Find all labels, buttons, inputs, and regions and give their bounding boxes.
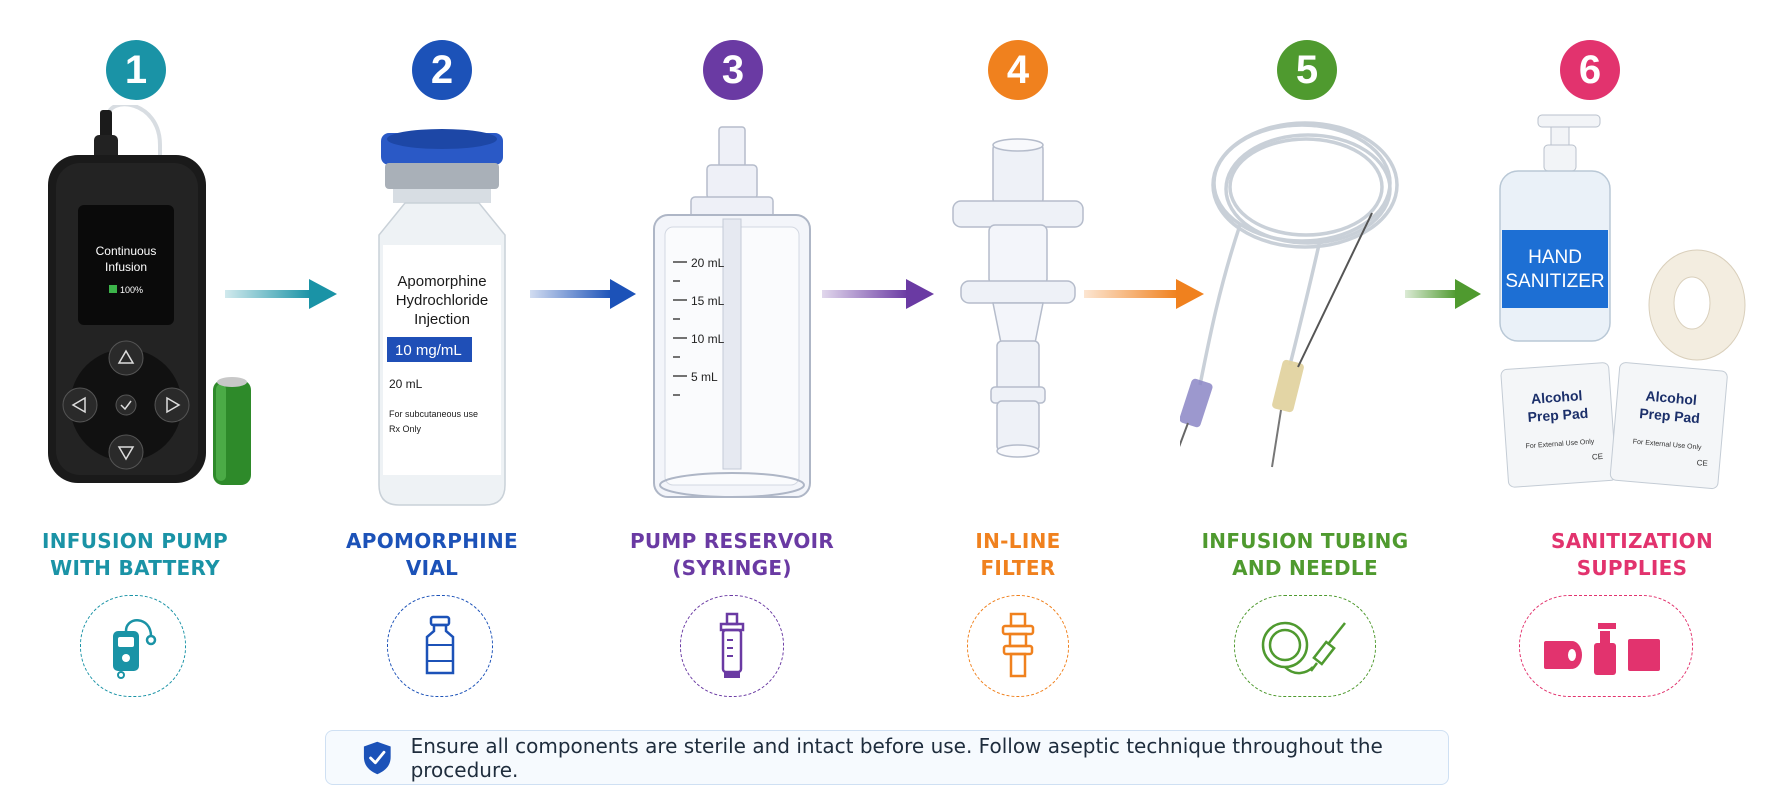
- tubing-illustration: [1180, 121, 1399, 468]
- vial-rx: Rx Only: [389, 424, 422, 434]
- shield-check-icon: [363, 741, 391, 774]
- step-pump-reservoir: 3 20 mL 15 mL 10 mL 5 mL PUMP RESERVOIR(…: [607, 0, 857, 700]
- reservoir-mark: 5 mL: [691, 370, 718, 384]
- step-infusion-pump: 1 Continuous Infusion 100% INFUSION PUMP…: [10, 0, 260, 700]
- prep-pad-mark: CE: [1696, 458, 1708, 468]
- step-number-badge: 1: [106, 40, 166, 100]
- step-apomorphine-vial: 2 Apomorphine Hydrochloride Injection 10…: [315, 0, 565, 700]
- tubing-needle-icon: [1261, 621, 1346, 675]
- sanitization-icon: [1544, 623, 1660, 675]
- prep-pad-line1: Alcohol: [1530, 387, 1582, 407]
- reservoir-mark: 10 mL: [691, 332, 725, 346]
- reservoir-mark: 20 mL: [691, 256, 725, 270]
- supplies-illustration: HAND SANITIZER Alcohol Prep Pad For Exte…: [1499, 114, 1746, 490]
- vial-label-line1: Apomorphine: [397, 273, 486, 290]
- pump-screen-line2: Infusion: [105, 260, 147, 274]
- prep-pad-line2: Prep Pad: [1527, 405, 1589, 425]
- step-icon-ring: [680, 595, 784, 697]
- step-icon-ring: [967, 595, 1069, 697]
- vial-volume: 20 mL: [389, 377, 423, 391]
- pump-battery-level: 100%: [120, 285, 143, 295]
- prep-pad-note: For External Use Only: [1525, 438, 1595, 450]
- reservoir-illustration: 20 mL 15 mL 10 mL 5 mL: [653, 126, 811, 498]
- reservoir-mark: 15 mL: [691, 294, 725, 308]
- step-icon-ring: [1519, 595, 1693, 697]
- vial-label-line3: Injection: [414, 311, 470, 328]
- vial-illustration: Apomorphine Hydrochloride Injection 10 m…: [378, 129, 506, 506]
- pump-screen-line1: Continuous: [96, 244, 157, 258]
- safety-note-text: Ensure all components are sterile and in…: [410, 733, 1383, 782]
- prep-pad-line1: Alcohol: [1645, 387, 1698, 407]
- step-number-badge: 5: [1277, 40, 1337, 100]
- step-icon-ring: [387, 595, 493, 697]
- step-icon-ring: [80, 595, 186, 697]
- arrow-right-icon: [225, 279, 337, 309]
- filter-icon: [1001, 612, 1035, 678]
- sanitizer-label-line1: HAND: [1528, 247, 1582, 268]
- step-number-badge: 4: [988, 40, 1048, 100]
- arrow-right-icon: [822, 279, 934, 309]
- step-sanitization-supplies: 6 HAND SANITIZER Alcohol Prep Pad For Ex…: [1480, 0, 1774, 700]
- vial-label-line2: Hydrochloride: [396, 292, 489, 309]
- step-icon-ring: [1234, 595, 1376, 697]
- syringe-icon: [719, 612, 745, 678]
- step-number-badge: 3: [703, 40, 763, 100]
- step-number-badge: 6: [1560, 40, 1620, 100]
- prep-pad-line2: Prep Pad: [1639, 405, 1701, 426]
- vial-icon: [425, 615, 455, 675]
- infusion-pump-icon: [113, 619, 157, 679]
- safety-note: Ensure all components are sterile and in…: [325, 730, 1449, 785]
- filter-illustration: [952, 138, 1084, 458]
- arrow-right-icon: [1084, 279, 1204, 309]
- infusion-pump-illustration: Continuous Infusion 100%: [48, 105, 251, 485]
- step-label: PUMP RESERVOIR(SYRINGE): [629, 529, 835, 580]
- vial-concentration: 10 mg/mL: [395, 342, 462, 359]
- arrow-right-icon: [530, 279, 636, 309]
- step-number-badge: 2: [412, 40, 472, 100]
- arrow-right-icon: [1405, 279, 1481, 309]
- vial-usage: For subcutaneous use: [389, 409, 478, 419]
- prep-pad-mark: CE: [1592, 452, 1604, 462]
- sanitizer-label-line2: SANITIZER: [1505, 271, 1604, 292]
